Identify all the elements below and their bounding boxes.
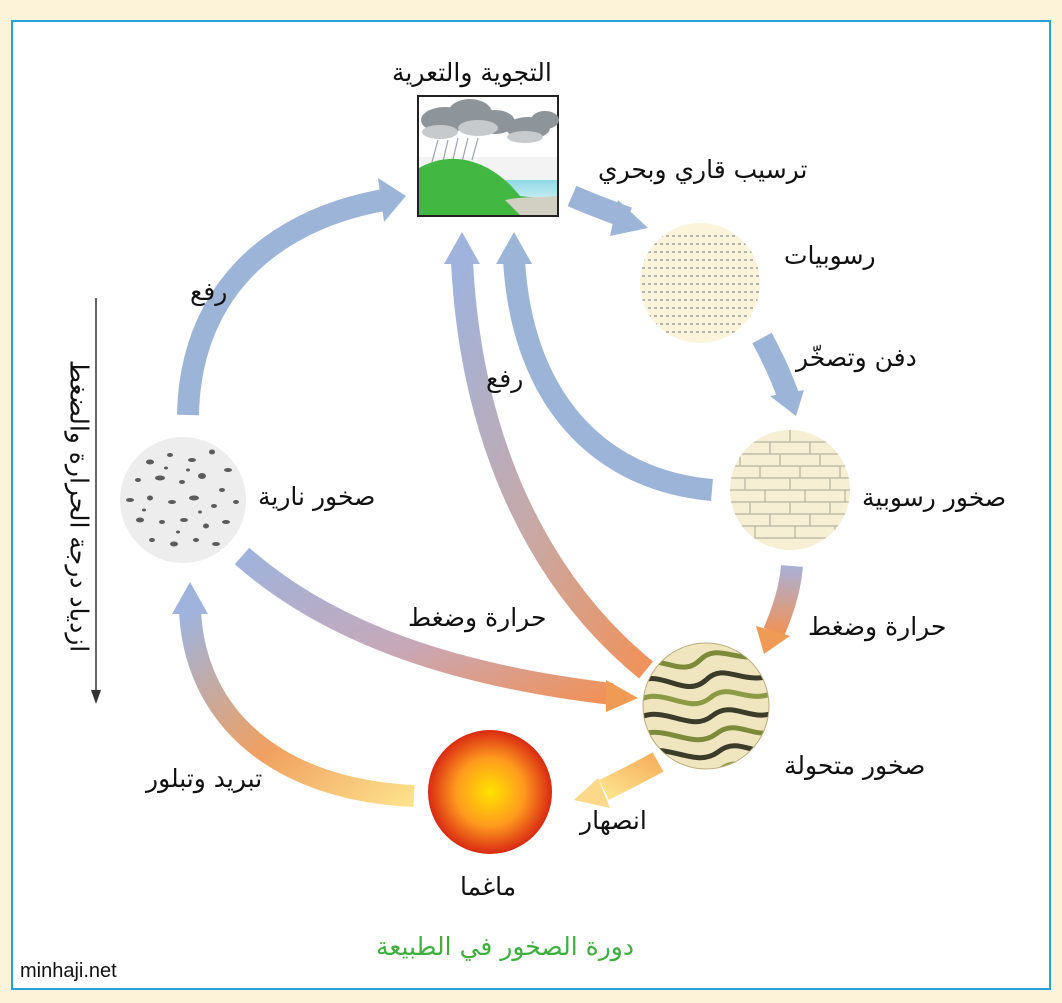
weathering-erosion-label: التجوية والتعرية [392, 58, 552, 87]
heat-pressure-label-center: حرارة وضغط [408, 603, 547, 632]
metamorphic-rocks-image [642, 642, 770, 770]
sediments-image [640, 223, 760, 343]
arrowhead-metamorphic-up [444, 232, 480, 264]
sedimentary-rocks-label: صخور رسوبية [862, 483, 1007, 512]
melting-label: انصهار [580, 806, 647, 835]
cooling-label: تبريد وتبلور [146, 764, 263, 793]
metamorphic-rocks-label: صخور متحولة [784, 751, 926, 780]
metamorphic-uplift-arrow [451, 261, 653, 679]
heat-pressure-arrow-right [763, 564, 803, 637]
arrowhead-uplift-center [496, 232, 532, 264]
arrowhead-deposition [610, 200, 648, 236]
diagram-caption: دورة الصخور في الطبيعة [376, 932, 634, 961]
side-axis-arrow [91, 298, 101, 704]
deposition-label: ترسيب قاري وبحري [598, 155, 808, 184]
heat-pressure-label-right: حرارة وضغط [808, 612, 947, 641]
uplift-arrow-center [503, 259, 713, 501]
igneous-rocks-image [120, 437, 246, 563]
magma-label: ماغما [460, 872, 517, 901]
weathering-erosion-image [417, 95, 559, 217]
source-credit: minhaji.net [20, 960, 117, 982]
arrowhead-melting [574, 778, 610, 808]
heat-pressure-arrow-center [234, 547, 614, 705]
burial-label: دفن وتصخّر [796, 343, 917, 372]
magma-image [428, 730, 552, 854]
uplift-label-left: رفع [190, 277, 228, 306]
uplift-label-center: رفع [486, 364, 524, 393]
igneous-rocks-label: صخور نارية [258, 482, 376, 511]
melting-arrow [599, 752, 664, 800]
arrowhead-heat-center [606, 680, 638, 712]
cooling-arrow [179, 611, 415, 807]
arrowhead-uplift-left [378, 178, 406, 222]
arrowhead-heat-right [756, 626, 790, 654]
sediments-label: رسوبيات [784, 241, 876, 270]
arrowhead-burial [770, 390, 804, 416]
side-axis: ازدياد درجة الحرارة والضغط [65, 306, 94, 706]
side-axis-label: ازدياد درجة الحرارة والضغط [64, 359, 94, 653]
uplift-arrow-left [177, 189, 386, 416]
burial-arrow [752, 332, 800, 402]
arrowhead-cooling [172, 582, 208, 614]
sedimentary-rocks-image [730, 430, 850, 550]
